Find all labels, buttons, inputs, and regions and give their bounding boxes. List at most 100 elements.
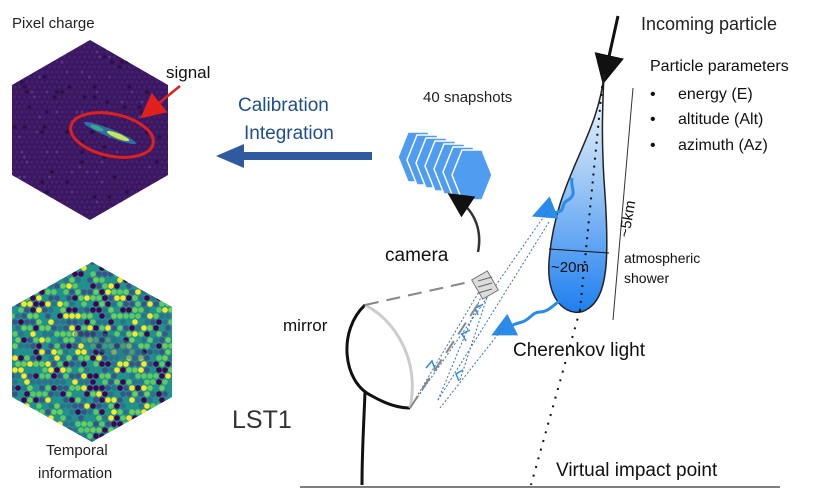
charge-pixel (50, 120, 54, 124)
charge-pixel (117, 185, 122, 189)
temporal-pixel (138, 319, 144, 325)
charge-pixel (70, 170, 74, 174)
temporal-pixel (66, 271, 72, 277)
charge-pixel (152, 215, 157, 219)
charge-pixel (62, 215, 67, 219)
charge-pixel (160, 40, 164, 44)
temporal-pixel (54, 391, 60, 397)
temporal-pixel (147, 349, 153, 355)
charge-pixel (12, 205, 17, 209)
charge-pixel (142, 215, 147, 219)
charge-pixel (85, 90, 89, 94)
temporal-pixel (15, 313, 21, 319)
charge-pixel (12, 150, 14, 154)
charge-pixel (37, 55, 42, 59)
temporal-pixel (165, 421, 171, 427)
charge-pixel (77, 105, 82, 109)
temporal-pixel (30, 403, 36, 409)
temporal-pixel (126, 391, 132, 397)
temporal-pixel (93, 325, 99, 331)
temporal-pixel (126, 379, 132, 385)
temporal-pixel (165, 325, 171, 331)
temporal-pixel (147, 301, 153, 307)
charge-pixel (85, 80, 89, 84)
charge-pixel (120, 190, 124, 194)
charge-pixel (157, 145, 162, 149)
temporal-pixel (99, 325, 105, 331)
charge-pixel (80, 130, 84, 134)
charge-pixel (132, 55, 137, 59)
charge-pixel (97, 215, 102, 219)
length-scale-line (612, 87, 634, 321)
charge-pixel (122, 205, 127, 209)
lst1-telescope (300, 270, 780, 488)
temporal-pixel (165, 277, 171, 283)
temporal-pixel (168, 262, 172, 265)
charge-pixel (115, 60, 119, 64)
snapshot-hexagon (451, 149, 493, 201)
parameter-energy: energy (E) (678, 86, 753, 103)
temporal-pixel (105, 433, 111, 439)
charge-pixel (17, 215, 22, 219)
charge-pixel (52, 125, 57, 129)
temporal-pixel (129, 421, 135, 427)
charge-pixel (20, 120, 24, 124)
charge-pixel (37, 135, 42, 139)
temporal-pixel (33, 397, 39, 403)
charge-pixel (70, 70, 74, 74)
temporal-pixel (132, 379, 138, 385)
temporal-pixel (99, 313, 105, 319)
charge-pixel (30, 110, 34, 114)
charge-pixel (95, 50, 99, 54)
charge-pixel (142, 185, 147, 189)
camera-support-bottom (409, 291, 487, 409)
temporal-pixel (108, 403, 114, 409)
charge-pixel (32, 55, 37, 59)
charge-pixel (47, 135, 52, 139)
charge-pixel (105, 100, 109, 104)
temporal-pixel (159, 433, 165, 439)
temporal-pixel (75, 313, 81, 319)
charge-pixel (132, 85, 137, 89)
charge-pixel (52, 85, 57, 89)
charge-pixel (67, 175, 72, 179)
charge-pixel (127, 145, 132, 149)
temporal-pixel (57, 313, 63, 319)
temporal-pixel (87, 289, 93, 295)
charge-pixel (142, 145, 147, 149)
temporal-pixel (114, 439, 120, 442)
charge-pixel (117, 105, 122, 109)
temporal-pixel (87, 325, 93, 331)
charge-pixel (55, 210, 59, 214)
temporal-pixel (84, 271, 90, 277)
temporal-pixel (84, 415, 90, 421)
temporal-pixel (87, 277, 93, 283)
charge-pixel (12, 90, 14, 94)
temporal-pixel (51, 325, 57, 331)
temporal-pixel (63, 349, 69, 355)
charge-pixel (145, 120, 149, 124)
charge-pixel (35, 50, 39, 54)
temporal-pixel (48, 355, 54, 361)
charge-pixel (140, 140, 144, 144)
temporal-pixel (24, 307, 30, 313)
temporal-pixel (72, 415, 78, 421)
temporal-pixel (39, 301, 45, 307)
temporal-pixel (99, 397, 105, 403)
temporal-pixel (36, 355, 42, 361)
charge-pixel (157, 125, 162, 129)
temporal-pixel (66, 367, 72, 373)
parameter-altitude: altitude (Alt) (678, 111, 763, 128)
charge-pixel (160, 140, 164, 144)
charge-pixel (100, 100, 104, 104)
charge-pixel (102, 185, 107, 189)
temporal-pixel (120, 262, 126, 265)
charge-pixel (72, 195, 77, 199)
temporal-pixel (39, 421, 45, 427)
charge-pixel (162, 195, 167, 199)
temporal-pixel (168, 307, 172, 313)
temporal-pixel (27, 361, 33, 367)
temporal-pixel (57, 277, 63, 283)
charge-pixel (12, 65, 17, 69)
charge-pixel (52, 95, 57, 99)
